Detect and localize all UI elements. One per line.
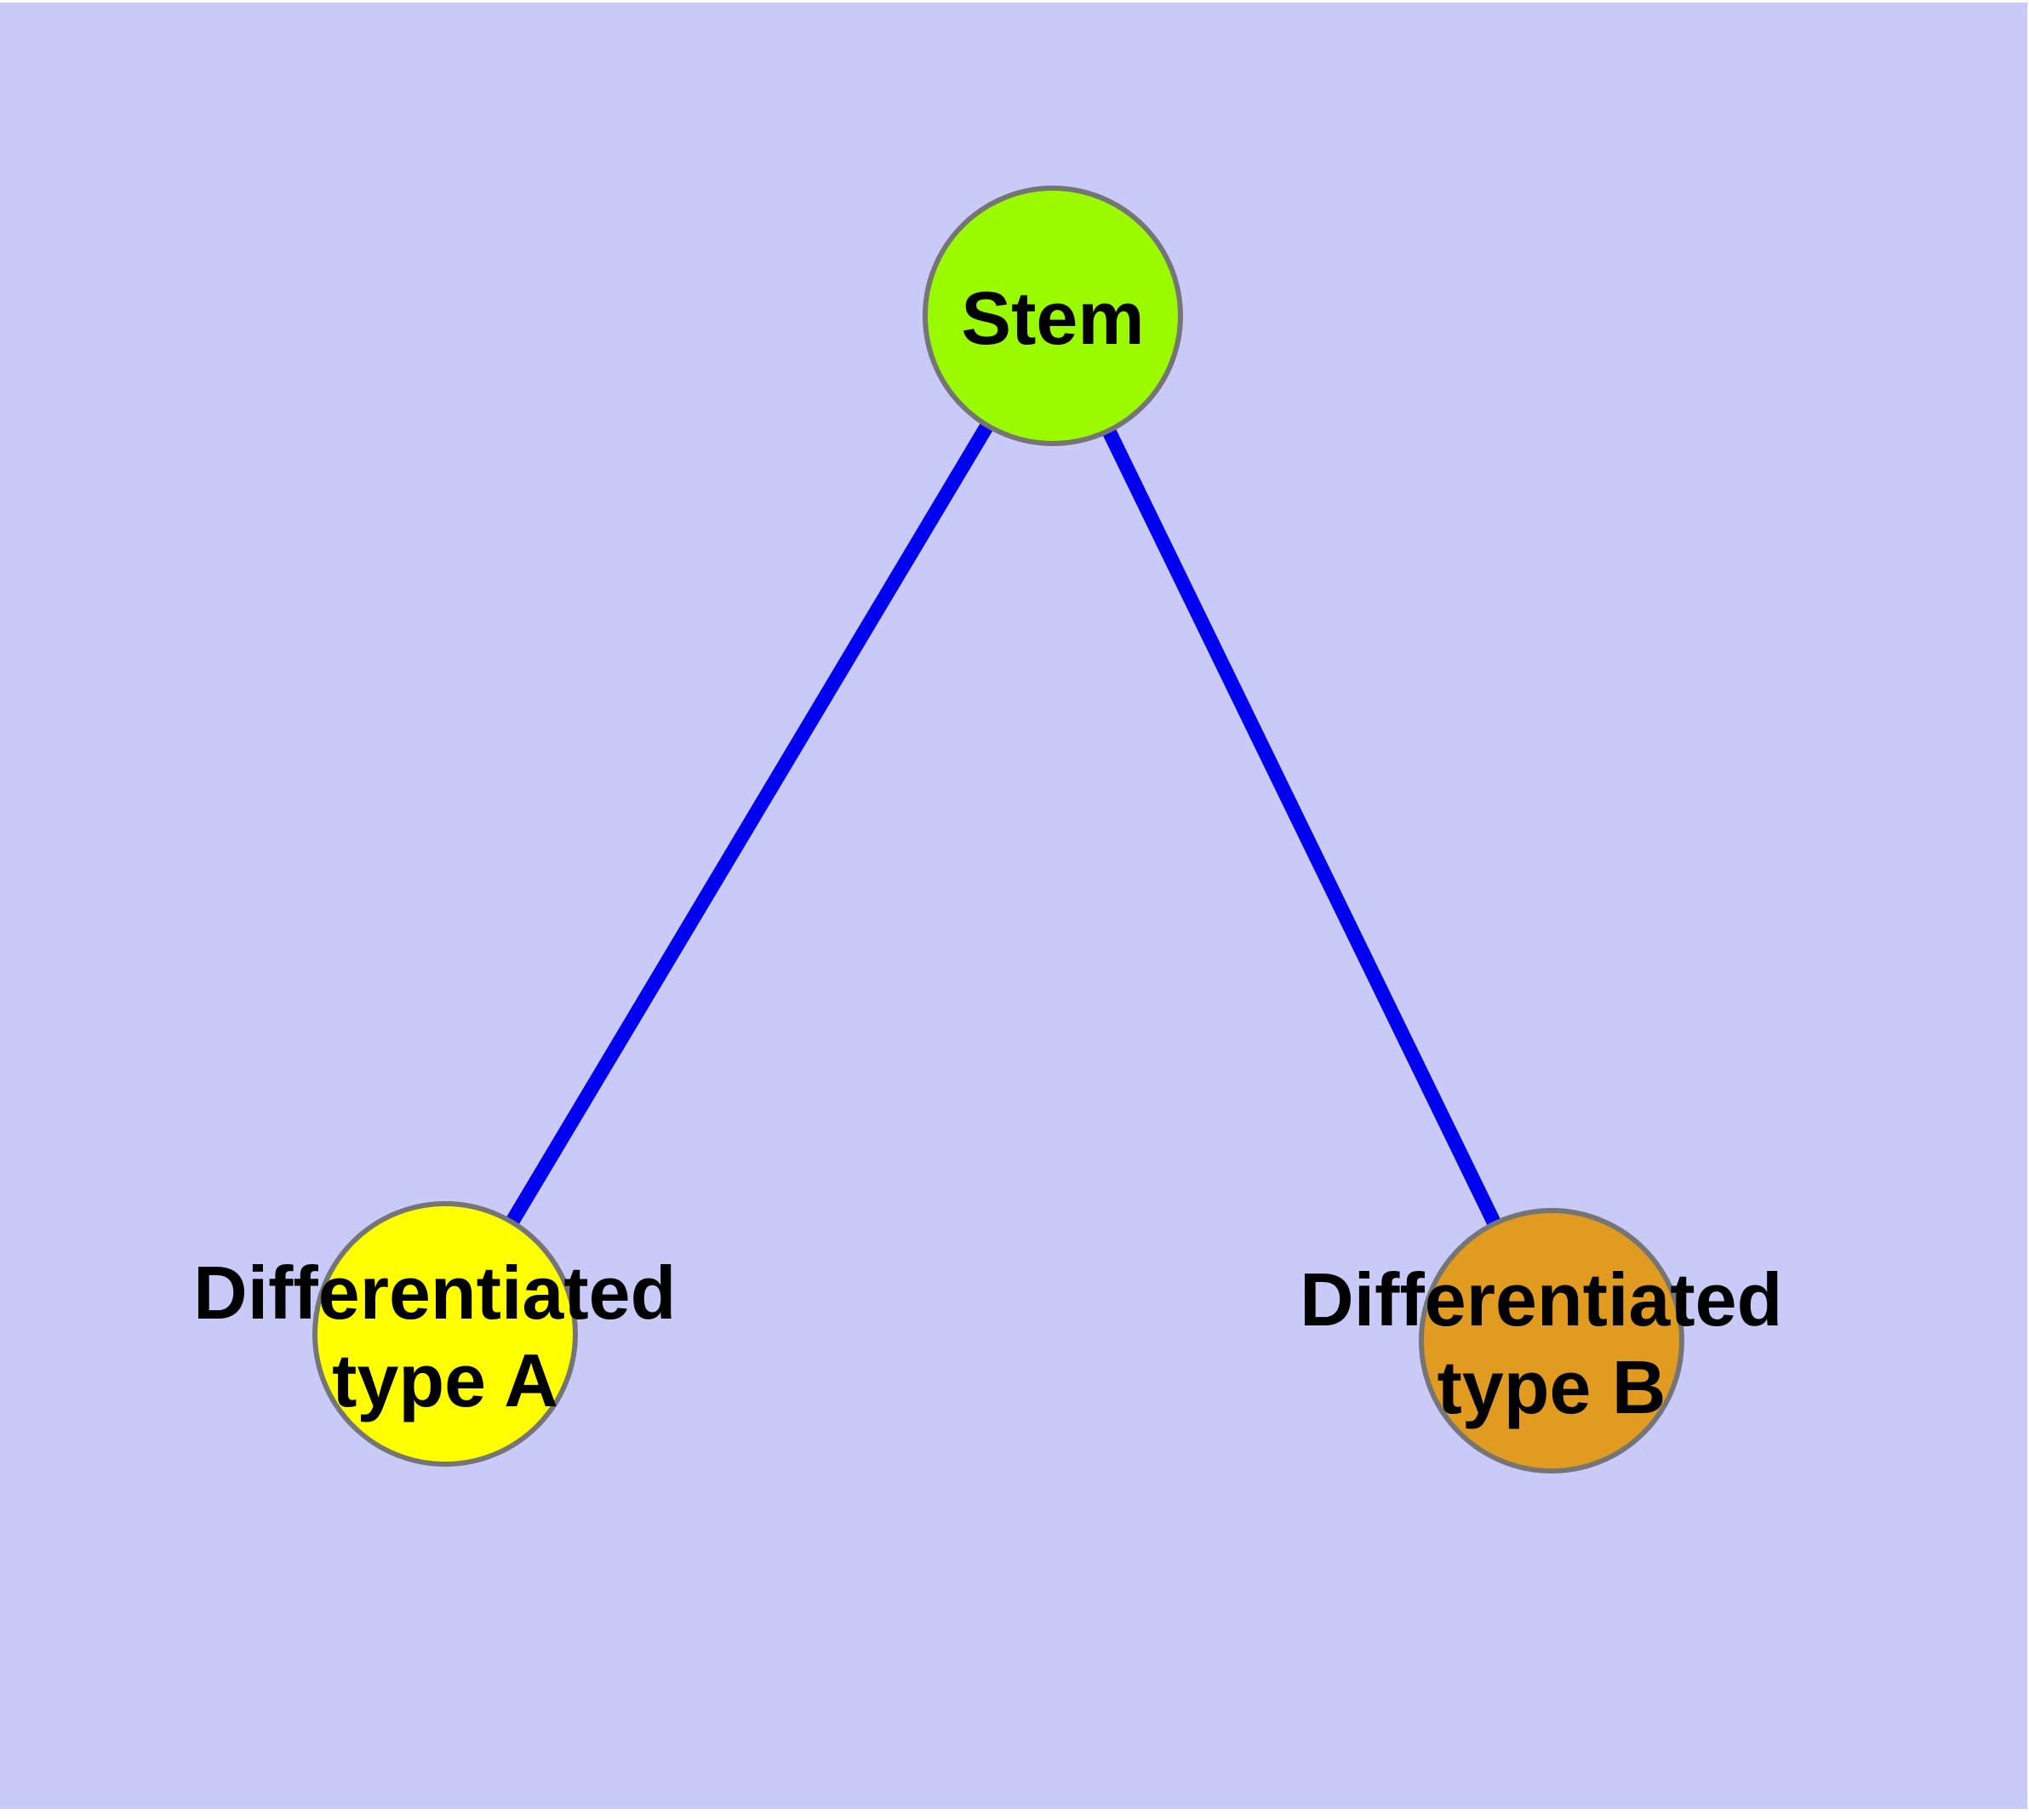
node-type-b-label-line2: type B	[1437, 1345, 1666, 1429]
edge-stem-to-type-a	[438, 312, 1060, 1338]
node-type-a-label: Differentiated type A	[193, 1251, 697, 1422]
node-stem-label: Stem	[961, 276, 1144, 360]
node-stem-circle	[923, 186, 1183, 446]
node-type-a-label-line1: Differentiated	[193, 1251, 676, 1335]
edge-stem-to-type-b	[1046, 312, 1558, 1344]
node-type-a-circle	[312, 1201, 578, 1467]
node-type-b-label-line1: Differentiated	[1300, 1257, 1782, 1342]
node-type-a-label-line2: type A	[332, 1338, 558, 1422]
node-type-b-label: Differentiated type B	[1300, 1257, 1803, 1429]
node-type-b-circle	[1419, 1208, 1684, 1474]
